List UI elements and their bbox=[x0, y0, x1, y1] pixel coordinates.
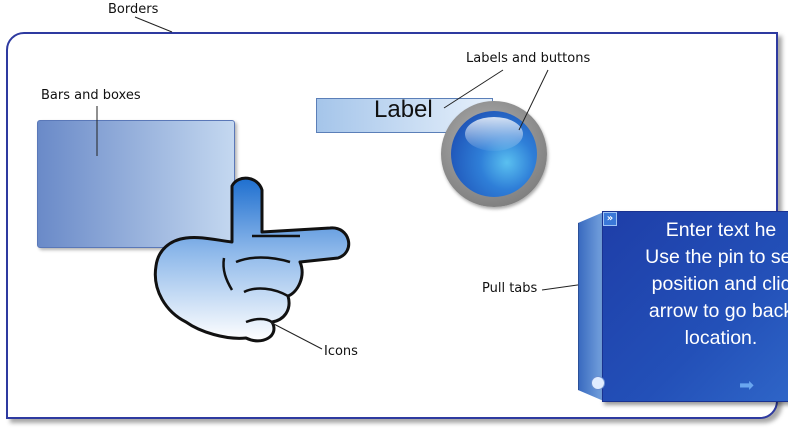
annotation-borders: Borders bbox=[108, 2, 159, 17]
round-button-face bbox=[451, 111, 537, 197]
gradient-box[interactable] bbox=[37, 120, 235, 248]
round-button[interactable] bbox=[441, 101, 547, 207]
annotation-pull-tabs: Pull tabs bbox=[482, 281, 538, 296]
borders-leader bbox=[134, 16, 173, 33]
label-leader bbox=[443, 69, 504, 109]
icons-leader bbox=[269, 321, 323, 350]
button-shine bbox=[465, 117, 523, 151]
annotation-labels-and-buttons: Labels and buttons bbox=[466, 51, 591, 66]
double-chevron-icon[interactable]: » bbox=[603, 212, 617, 226]
pull-tab-text: Enter text he Use the pin to set positio… bbox=[645, 219, 788, 349]
annotation-bars-and-boxes: Bars and boxes bbox=[41, 88, 141, 103]
pin-icon[interactable] bbox=[591, 376, 605, 390]
annotation-icons: Icons bbox=[324, 344, 358, 359]
arrow-right-icon[interactable]: ➡ bbox=[739, 375, 755, 396]
button-leader bbox=[518, 69, 549, 131]
hand-shape bbox=[153, 176, 351, 343]
pull-tab-body: Enter text he Use the pin to set positio… bbox=[602, 211, 788, 402]
label-text: Label bbox=[374, 96, 433, 123]
pull-tab[interactable]: Enter text he Use the pin to set positio… bbox=[578, 211, 788, 402]
